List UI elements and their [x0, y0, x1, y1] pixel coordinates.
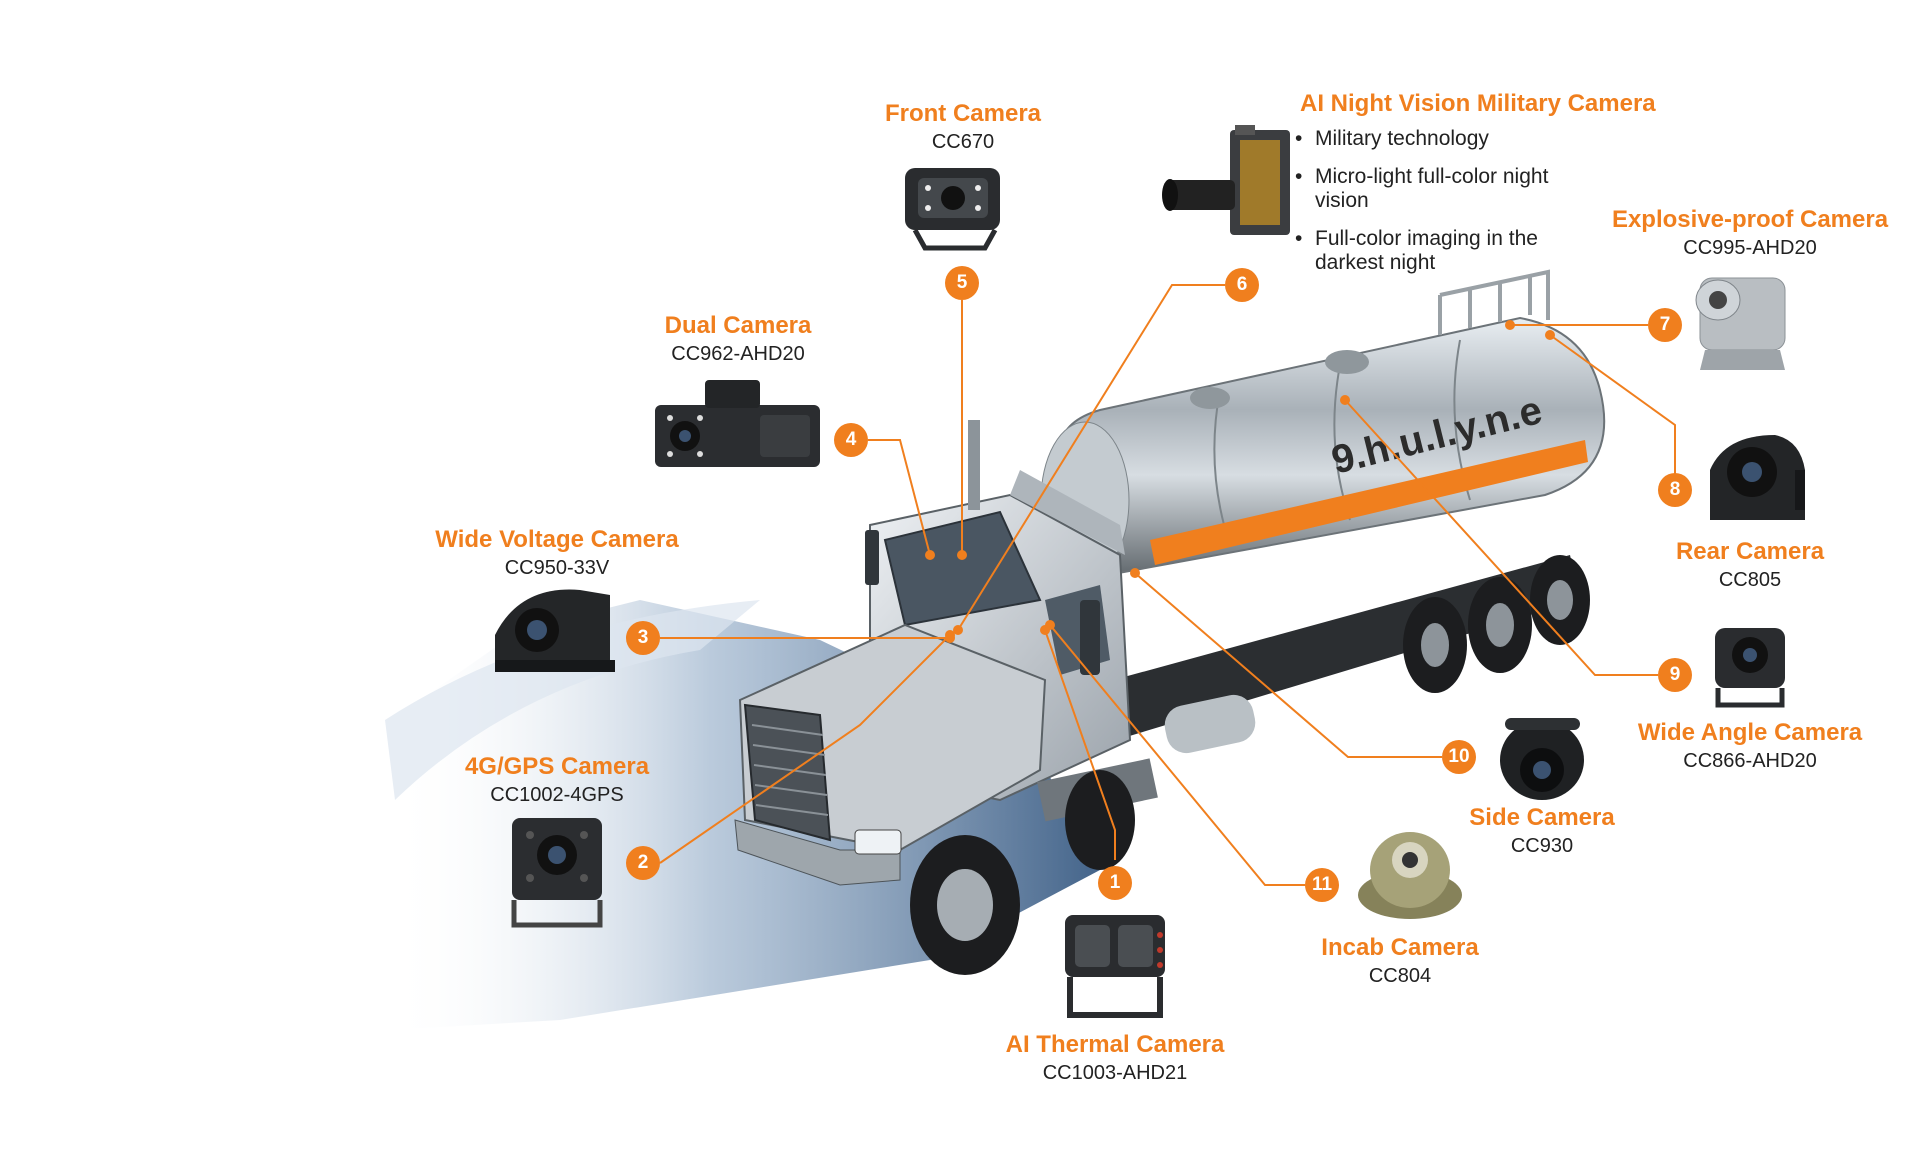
- callout-label-4: Dual Camera CC962-AHD20: [578, 311, 898, 367]
- callout-number-5: 5: [945, 266, 979, 300]
- dome-camera-icon: [1500, 718, 1584, 800]
- callout-number-7: 7: [1648, 308, 1682, 342]
- callout-number-8: 8: [1658, 473, 1692, 507]
- callout-number-1: 1: [1098, 866, 1132, 900]
- leader-line-2: [659, 634, 951, 864]
- callout-label-10: Side Camera CC930: [1382, 803, 1702, 859]
- incab-dome-camera-icon: [1358, 832, 1462, 919]
- left-mirror: [865, 530, 879, 585]
- camera-title: 4G/GPS Camera: [464, 753, 650, 780]
- callout-label-9: Wide Angle Camera CC866-AHD20: [1590, 718, 1910, 774]
- callout-number-2: 2: [626, 846, 660, 880]
- callout-number-4: 4: [834, 423, 868, 457]
- camera-title: Wide Angle Camera: [1637, 719, 1863, 746]
- leader-line-9: [1344, 399, 1658, 676]
- camera-model: CC950-33V: [504, 557, 610, 579]
- leader-dots: [925, 320, 1555, 643]
- feature-item: Military technology: [1293, 127, 1583, 151]
- camera-model: CC804: [1368, 965, 1432, 987]
- camera-title: Front Camera: [884, 100, 1042, 127]
- tank-orange-stripe: [1150, 440, 1588, 565]
- dual-lens-camera-icon: [1065, 915, 1165, 1018]
- callout-label-7: Explosive-proof Camera CC995-AHD20: [1585, 205, 1915, 261]
- camera-title: Explosive-proof Camera: [1611, 206, 1889, 233]
- feature-item: Full-color imaging in the darkest night: [1293, 227, 1583, 275]
- camera-title: Incab Camera: [1321, 934, 1479, 961]
- camera-model: CC930: [1510, 835, 1574, 857]
- camera-title: AI Thermal Camera: [1005, 1031, 1225, 1058]
- camera-model: CC805: [1718, 569, 1782, 591]
- callout-number-3: 3: [626, 621, 660, 655]
- camera-title: Wide Voltage Camera: [435, 526, 679, 553]
- camera-model: CC670: [931, 131, 995, 153]
- camera-model: CC866-AHD20: [1683, 750, 1817, 772]
- tanker-truck: 9.h.u.l.y.n.e: [734, 269, 1606, 975]
- wide-angle-camera-icon: [1715, 628, 1785, 708]
- callout-number-11: 11: [1305, 868, 1339, 902]
- truck-bumper: [734, 819, 901, 886]
- rear-wheels: [1403, 555, 1590, 693]
- leader-line-10: [1134, 572, 1442, 758]
- leader-line-6: [957, 284, 1225, 631]
- camera-model: CC1002-4GPS: [490, 784, 624, 806]
- tank-hatch: [1190, 387, 1230, 409]
- leader-line-4: [868, 439, 931, 556]
- fuel-tank: [1164, 694, 1256, 754]
- side-mirror: [1080, 600, 1100, 675]
- military-feature-list: Military technology Micro-light full-col…: [1293, 127, 1583, 289]
- callout-label-8: Rear Camera CC805: [1590, 537, 1910, 593]
- headlight: [854, 829, 902, 855]
- camera-model: CC962-AHD20: [671, 343, 805, 365]
- callout-label-5: Front Camera CC670: [803, 99, 1123, 155]
- mid-wheel: [1065, 770, 1135, 870]
- callout-label-11: Incab Camera CC804: [1240, 933, 1560, 989]
- camera-title: AI Night Vision Military Camera: [1300, 90, 1656, 117]
- front-camera-icon: [905, 168, 1000, 251]
- callout-label-1: AI Thermal Camera CC1003-AHD21: [955, 1030, 1275, 1086]
- callout-number-10: 10: [1442, 740, 1476, 774]
- callout-number-9: 9: [1658, 658, 1692, 692]
- callout-label-3: Wide Voltage Camera CC950-33V: [397, 525, 717, 581]
- camera-title: Side Camera: [1469, 804, 1615, 831]
- leader-line-1: [1044, 629, 1116, 860]
- callout-label-6: AI Night Vision Military Camera: [1300, 89, 1680, 119]
- leader-line-8: [1549, 334, 1676, 490]
- front-wheel-hub: [937, 869, 993, 941]
- square-camera-icon: [511, 818, 603, 928]
- military-camera-icon: [1162, 125, 1290, 235]
- leader-lines: [659, 284, 1676, 886]
- camera-model: CC1003-AHD21: [1042, 1062, 1188, 1084]
- camera-title: Dual Camera: [664, 312, 812, 339]
- camera-title: Rear Camera: [1675, 538, 1825, 565]
- truck-sleeper: [1010, 470, 1125, 555]
- tank-hatch: [1325, 350, 1369, 374]
- side-mount-camera-icon: [495, 589, 615, 672]
- callout-number-6: 6: [1225, 268, 1259, 302]
- exhaust-stack: [968, 420, 980, 510]
- feature-item: Micro-light full-color night vision: [1293, 165, 1583, 213]
- callout-label-2: 4G/GPS Camera CC1002-4GPS: [397, 752, 717, 808]
- rear-camera-icon: [1710, 435, 1805, 520]
- explosion-proof-camera-icon: [1695, 277, 1786, 370]
- camera-model: CC995-AHD20: [1683, 237, 1817, 259]
- leader-line-11: [1049, 624, 1305, 886]
- road-fade: [385, 600, 760, 800]
- grille-bars: [751, 724, 829, 816]
- dashcam-icon: [655, 380, 820, 467]
